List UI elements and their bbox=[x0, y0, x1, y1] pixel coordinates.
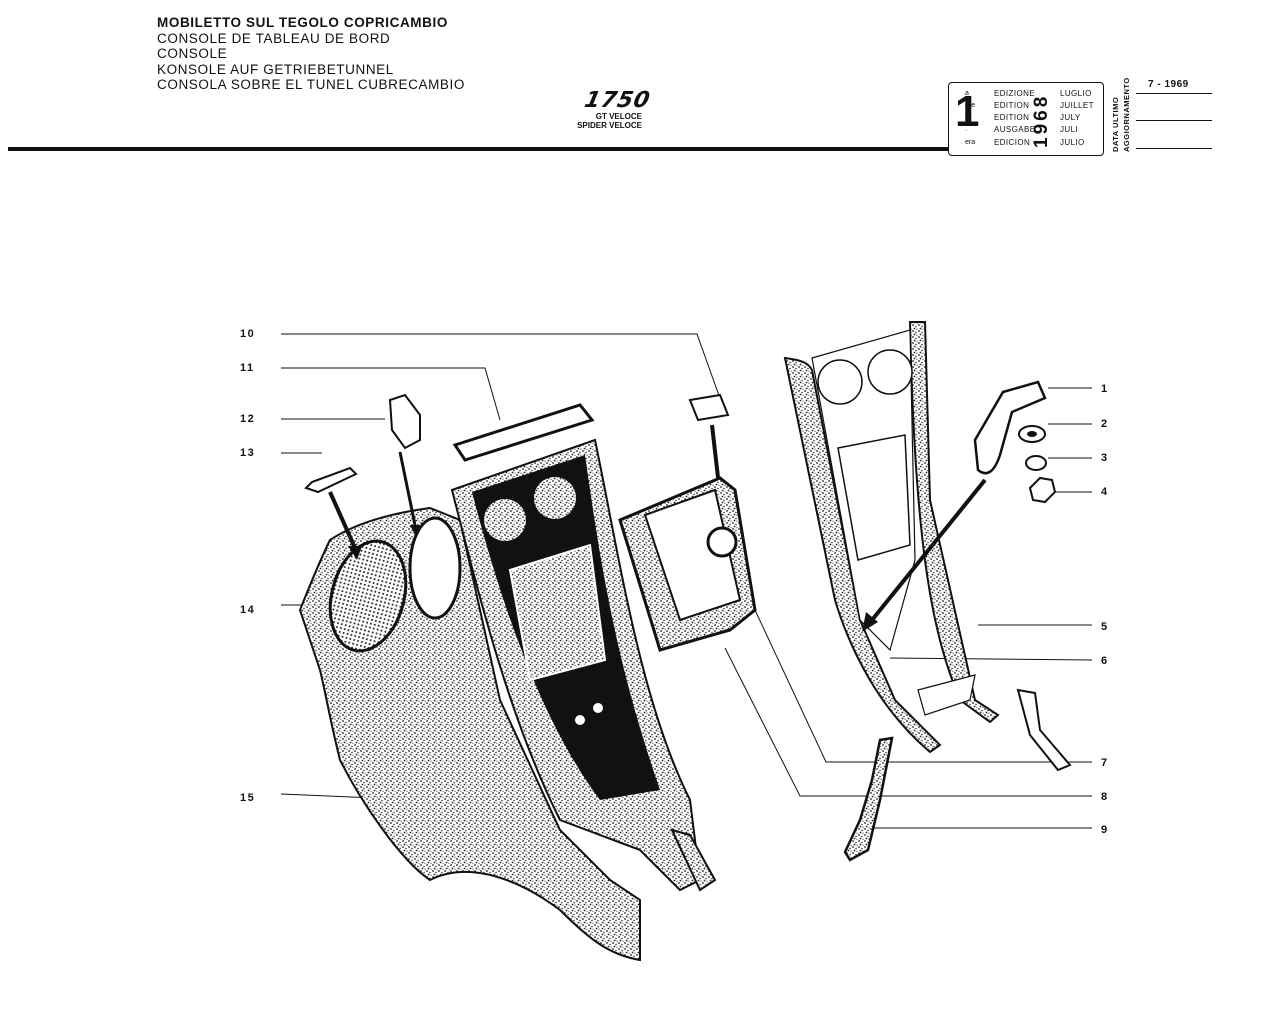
edition-label: AUSGABE bbox=[994, 125, 1036, 134]
screw bbox=[304, 466, 358, 494]
title-french: CONSOLE DE TABLEAU DE BORD bbox=[157, 30, 391, 46]
update-line bbox=[1136, 120, 1212, 121]
edition-suffix: st bbox=[965, 114, 971, 121]
right-console-panel bbox=[783, 321, 1000, 754]
leader-lines-right bbox=[724, 387, 1093, 829]
callout-1: 1 bbox=[1101, 383, 1109, 395]
edition-row-es: EDICION JULIO bbox=[994, 138, 1084, 147]
edition-month: JULIO bbox=[1060, 138, 1085, 147]
small-clip bbox=[1016, 688, 1072, 772]
callout-3: 3 bbox=[1101, 452, 1109, 464]
console-tail bbox=[670, 828, 717, 892]
edition-month: LUGLIO bbox=[1060, 89, 1092, 98]
top-trim-strip bbox=[452, 403, 595, 462]
spring-clip bbox=[388, 393, 421, 450]
title-spanish: CONSOLA SOBRE EL TUNEL CUBRECAMBIO bbox=[157, 77, 465, 92]
edition-label: EDICION bbox=[994, 138, 1031, 147]
title-english: CONSOLE bbox=[157, 46, 228, 61]
edition-suffix: . bbox=[965, 126, 967, 133]
callout-7: 7 bbox=[1101, 757, 1109, 769]
callout-12: 12 bbox=[240, 413, 256, 425]
callout-15: 15 bbox=[240, 792, 256, 804]
edition-number: 1 bbox=[955, 87, 980, 136]
edition-row-de: AUSGABE JULI bbox=[994, 125, 1078, 134]
model-badge: 1750 GT VELOCE SPIDER VELOCE bbox=[560, 88, 653, 130]
speaker-grille bbox=[328, 539, 408, 653]
callout-13: 13 bbox=[240, 447, 256, 459]
gear-boot-housing bbox=[618, 476, 757, 652]
edition-suffix: a bbox=[965, 90, 969, 97]
edition-row-fr: EDITION JUILLET bbox=[994, 101, 1094, 110]
edition-suffix: era bbox=[965, 139, 976, 146]
retainer-strip bbox=[843, 736, 894, 862]
callout-5: 5 bbox=[1101, 621, 1109, 633]
callout-4: 4 bbox=[1101, 486, 1109, 498]
update-line bbox=[1136, 93, 1212, 94]
title-italian: MOBILETTO SUL TEGOLO COPRICAMBIO bbox=[157, 15, 448, 30]
callout-9: 9 bbox=[1101, 824, 1109, 836]
cap-knob bbox=[688, 393, 730, 422]
title-block: MOBILETTO SUL TEGOLO COPRICAMBIO CONSOLE… bbox=[157, 15, 465, 93]
edition-month: JULI bbox=[1060, 125, 1079, 134]
model-variant-gt: GT VELOCE bbox=[595, 112, 642, 121]
callout-10: 10 bbox=[240, 328, 256, 340]
edition-label: EDITION bbox=[994, 113, 1030, 122]
header-rule bbox=[8, 147, 948, 151]
callout-2: 2 bbox=[1101, 418, 1109, 430]
last-update-date: 7 - 1969 bbox=[1148, 79, 1189, 90]
bracket-hardware bbox=[862, 380, 1057, 632]
edition-row-it: EDIZIONE LUGLIO bbox=[994, 89, 1091, 98]
callout-14: 14 bbox=[240, 604, 256, 616]
edition-label: EDITION bbox=[994, 101, 1030, 110]
edition-month: JUILLET bbox=[1060, 101, 1094, 110]
callout-8: 8 bbox=[1101, 791, 1109, 803]
edition-month: JULY bbox=[1060, 113, 1081, 122]
edition-box bbox=[948, 82, 1104, 156]
center-console-frame bbox=[450, 438, 702, 892]
title-german: KONSOLE AUF GETRIEBETUNNEL bbox=[157, 61, 394, 77]
model-variant-spider: SPIDER VELOCE bbox=[577, 121, 642, 130]
callout-11: 11 bbox=[240, 362, 255, 374]
edition-row-en: EDITION JULY bbox=[994, 113, 1080, 122]
update-line bbox=[1136, 148, 1212, 149]
edition-suffix: ère bbox=[965, 102, 976, 109]
edition-label: EDIZIONE bbox=[994, 89, 1035, 98]
callout-6: 6 bbox=[1101, 655, 1109, 667]
